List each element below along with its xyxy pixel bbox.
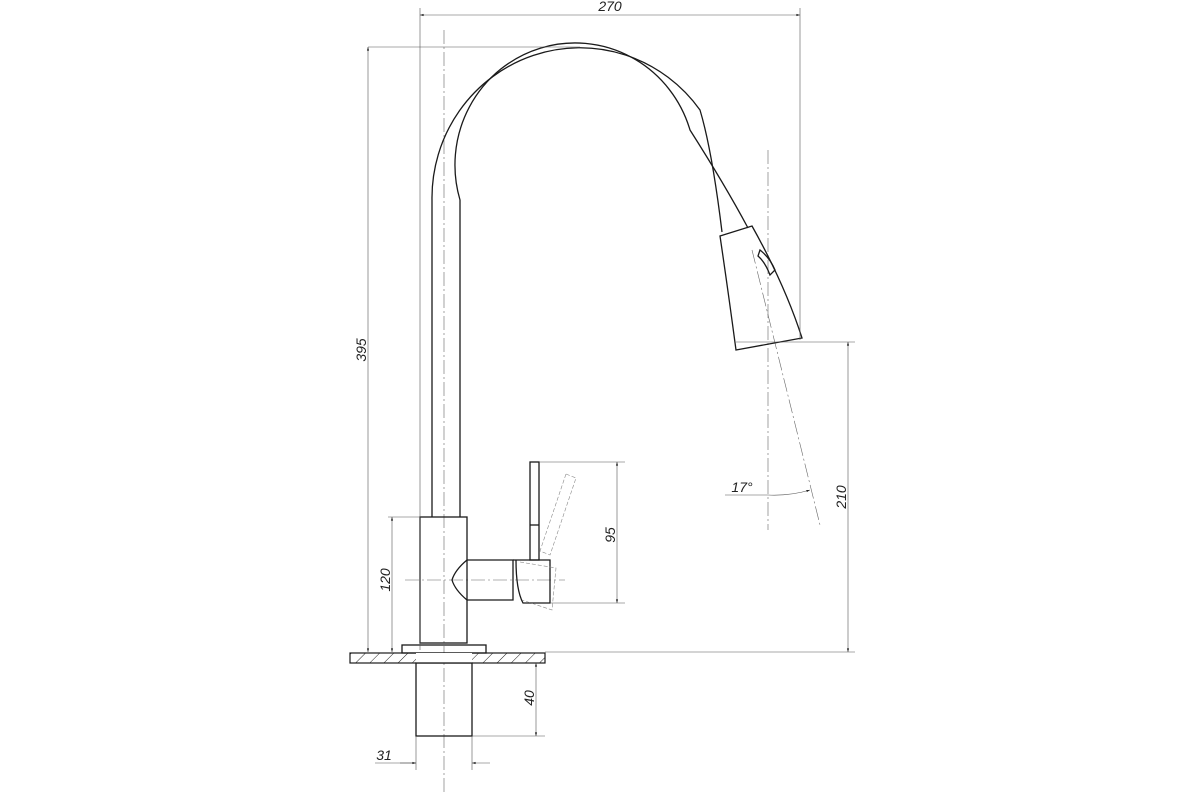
lever-alt-position (519, 473, 577, 611)
dim-body-label: 120 (377, 568, 393, 592)
lever (529, 461, 540, 561)
dim-height-label: 395 (353, 338, 369, 362)
dim-angle-label: 17° (731, 479, 753, 495)
spray-head (719, 225, 803, 351)
spout (431, 42, 749, 517)
dim-angle (725, 489, 811, 496)
dim-width-label: 270 (597, 0, 622, 14)
dim-shank-diameter-label: 31 (376, 747, 392, 763)
dim-spout-height-label: 210 (833, 485, 849, 510)
dim-lever-label: 95 (602, 527, 618, 543)
handle-cap (513, 559, 551, 604)
spray-angle-line (751, 249, 821, 526)
dim-shank-label: 40 (521, 690, 537, 706)
handle-arm (451, 559, 514, 601)
shank (415, 662, 473, 737)
